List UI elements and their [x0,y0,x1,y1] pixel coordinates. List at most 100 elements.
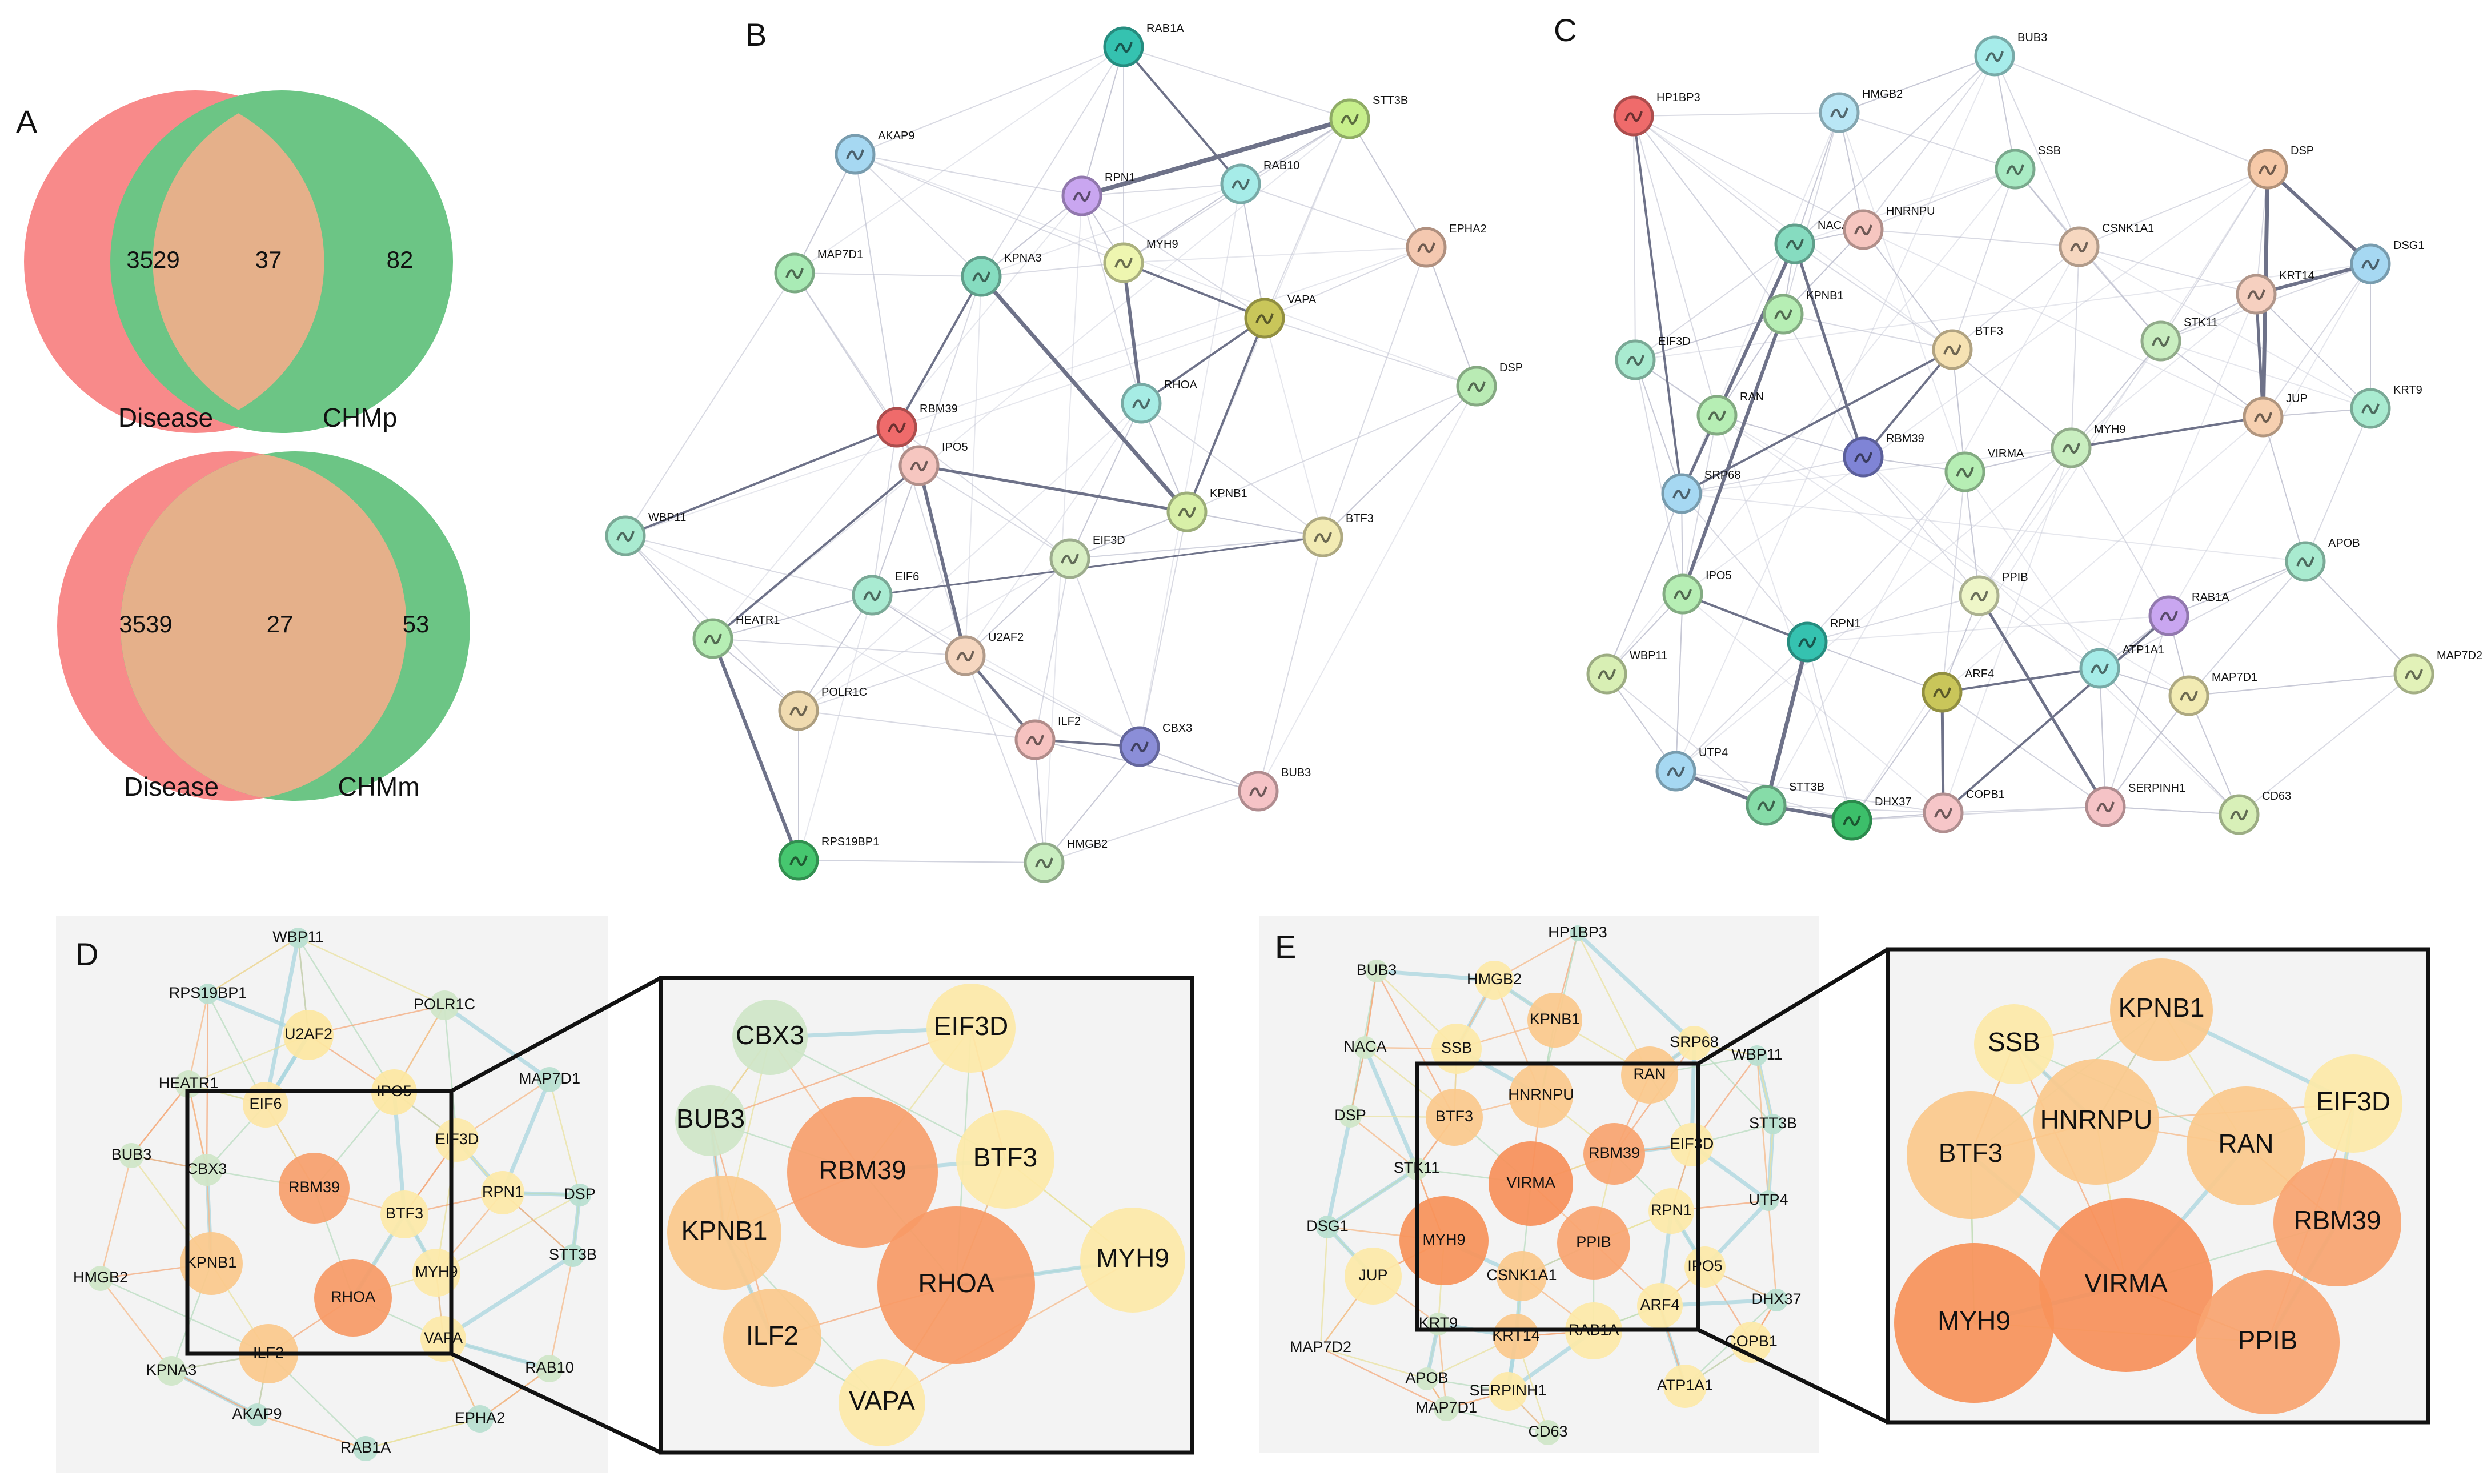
network-d-node-eif6[interactable]: EIF6 [243,1082,288,1128]
network-b-node-akap9[interactable]: AKAP9 [835,130,914,175]
network-d-node-eif3d[interactable]: EIF3D [435,1118,479,1162]
network-c-node-virma[interactable]: VIRMA [1944,447,2024,492]
network-b-node-dsp[interactable]: DSP [1456,362,1523,407]
network-d-node-bub3[interactable]: BUB3 [111,1143,152,1168]
network-b-node-map7d1[interactable]: MAP7D1 [774,248,863,294]
zoom-d-node-myh9[interactable]: MYH9 [1080,1208,1185,1313]
network-c-node-serpinh1[interactable]: SERPINH1 [2085,782,2185,827]
network-e-node-cd63[interactable]: CD63 [1528,1420,1568,1445]
zoom-e-node-myh9[interactable]: MYH9 [1894,1243,2054,1403]
network-b-node-eif3d[interactable]: EIF3D [1049,534,1125,579]
network-e-node-dsp[interactable]: DSP [1334,1105,1366,1128]
network-d-node-map7d1[interactable]: MAP7D1 [519,1067,580,1092]
network-e-node-ipo5[interactable]: IPO5 [1684,1246,1726,1288]
network-c-node-stk11[interactable]: STK11 [2140,316,2218,362]
network-e-node-ppib[interactable]: PPIB [1557,1206,1630,1280]
network-c-node-rab1a[interactable]: RAB1A [2148,591,2229,636]
network-b-node-myh9[interactable]: MYH9 [1103,238,1178,283]
zoom-d-node-rbm39[interactable]: RBM39 [787,1097,938,1248]
network-d-node-cbx3[interactable]: CBX3 [187,1154,227,1186]
network-b-node-wbp11[interactable]: WBP11 [605,511,686,556]
network-d-node-kpna3[interactable]: KPNA3 [146,1356,197,1386]
network-c-node-map7d1[interactable]: MAP7D1 [2168,671,2257,716]
network-e-node-btf3[interactable]: BTF3 [1426,1089,1483,1146]
network-e-node-wbp11[interactable]: WBP11 [1731,1045,1783,1066]
network-b-node-kpnb1[interactable]: KPNB1 [1166,487,1247,532]
network-d-node-rhoa[interactable]: RHOA [314,1259,392,1337]
zoom-d-node-vapa[interactable]: VAPA [839,1359,925,1446]
network-c-node-atp1a1[interactable]: ATP1A1 [2079,644,2164,689]
network-d-node-hmgb2[interactable]: HMGB2 [73,1266,128,1291]
network-d-node-akap9[interactable]: AKAP9 [232,1403,282,1426]
network-b-node-rhoa[interactable]: RHOA [1121,379,1197,424]
network-e-node-kpnb1[interactable]: KPNB1 [1527,993,1582,1048]
network-c-node-krt9[interactable]: KRT9 [2350,384,2422,429]
network-c-node-dhx37[interactable]: DHX37 [1831,796,1911,841]
network-e-node-map7d2[interactable]: MAP7D2 [1290,1338,1351,1355]
network-e-node-eif3d[interactable]: EIF3D [1670,1123,1714,1166]
network-b-node-vapa[interactable]: VAPA [1244,294,1317,339]
network-c-node-ssb[interactable]: SSB [1995,145,2061,190]
network-e-node-ran[interactable]: RAN [1621,1046,1678,1104]
network-c-node-jup[interactable]: JUP [2243,392,2308,438]
network-c-node-apob[interactable]: APOB [2285,537,2360,582]
network-c-node-rpn1[interactable]: RPN1 [1787,617,1860,663]
network-c-node-stt3b[interactable]: STT3B [1746,781,1824,826]
network-b-node-kpna3[interactable]: KPNA3 [961,252,1042,297]
zoom-e-node-rbm39[interactable]: RBM39 [2273,1158,2401,1286]
network-c-node-ran[interactable]: RAN [1696,391,1764,436]
network-b-node-ipo5[interactable]: IPO5 [898,441,968,486]
zoom-e-node-kpnb1[interactable]: KPNB1 [2110,958,2213,1061]
network-d-node-rpn1[interactable]: RPN1 [481,1171,524,1214]
network-c-node-kpnb1[interactable]: KPNB1 [1763,290,1844,335]
network-b-node-bub3[interactable]: BUB3 [1238,767,1311,812]
network-d-node-rab1a[interactable]: RAB1A [340,1436,391,1461]
zoom-d-node-btf3[interactable]: BTF3 [956,1110,1054,1209]
network-e-node-srp68[interactable]: SRP68 [1670,1026,1719,1060]
network-b-node-rbm39[interactable]: RBM39 [876,403,958,448]
network-b-node-epha2[interactable]: EPHA2 [1406,223,1487,268]
network-e-node-stt3b[interactable]: STT3B [1749,1114,1797,1134]
network-e-node-hp1bp3[interactable]: HP1BP3 [1548,924,1607,941]
network-e-node-ssb[interactable]: SSB [1431,1024,1482,1074]
network-b-node-rpn1[interactable]: RPN1 [1061,171,1135,216]
network-c-node-dsp[interactable]: DSP [2247,145,2314,190]
zoom-e-node-hnrnpu[interactable]: HNRNPU [2033,1059,2159,1185]
zoom-e-node-ssb[interactable]: SSB [1974,1004,2054,1084]
network-b-node-cbx3[interactable]: CBX3 [1119,722,1192,767]
zoom-d-node-kpnb1[interactable]: KPNB1 [667,1176,781,1290]
network-b-node-eif6[interactable]: EIF6 [852,571,919,616]
network-e-node-serpinh1[interactable]: SERPINH1 [1469,1372,1547,1411]
network-b-node-rab1a[interactable]: RAB1A [1103,22,1184,67]
network-b-node-u2af2[interactable]: U2AF2 [945,631,1024,676]
network-c-node-dsg1[interactable]: DSG1 [2350,239,2424,284]
network-c-node-ppib[interactable]: PPIB [1959,571,2028,616]
network-e-node-virma[interactable]: VIRMA [1489,1141,1573,1226]
zoom-d-node-rhoa[interactable]: RHOA [877,1206,1035,1364]
network-c-node-utp4[interactable]: UTP4 [1655,747,1728,792]
network-e-node-myh9[interactable]: MYH9 [1399,1196,1489,1285]
network-e-node-jup[interactable]: JUP [1345,1248,1402,1305]
network-b-node-polr1c[interactable]: POLR1C [778,686,867,731]
network-d-node-polr1c[interactable]: POLR1C [414,990,475,1020]
network-c-node-bub3[interactable]: BUB3 [1974,31,2047,77]
network-d-node-kpnb1[interactable]: KPNB1 [180,1232,243,1295]
network-e-node-rbm39[interactable]: RBM39 [1583,1123,1645,1185]
zoom-e-node-btf3[interactable]: BTF3 [1907,1091,2035,1219]
network-c-node-hmgb2[interactable]: HMGB2 [1819,88,1903,133]
network-e-node-atp1a1[interactable]: ATP1A1 [1657,1365,1714,1408]
network-c-node-arf4[interactable]: ARF4 [1922,668,1994,713]
network-d-node-epha2[interactable]: EPHA2 [455,1405,506,1433]
network-d-node-dsp[interactable]: DSP [564,1184,596,1206]
zoom-e-node-virma[interactable]: VIRMA [2039,1198,2213,1372]
network-e-node-bub3[interactable]: BUB3 [1357,960,1397,982]
network-c-node-csnk1a1[interactable]: CSNK1A1 [2059,222,2154,267]
zoom-e-node-eif3d[interactable]: EIF3D [2304,1054,2402,1153]
network-c-node-krt14[interactable]: KRT14 [2236,270,2314,315]
network-e-node-csnk1a1[interactable]: CSNK1A1 [1486,1251,1557,1301]
network-c-node-rbm39[interactable]: RBM39 [1843,432,1924,478]
network-e-node-apob[interactable]: APOB [1405,1367,1449,1390]
network-e-node-rpn1[interactable]: RPN1 [1648,1188,1694,1234]
zoom-d-node-eif3d[interactable]: EIF3D [926,984,1016,1073]
zoom-e-node-ran[interactable]: RAN [2187,1086,2305,1205]
